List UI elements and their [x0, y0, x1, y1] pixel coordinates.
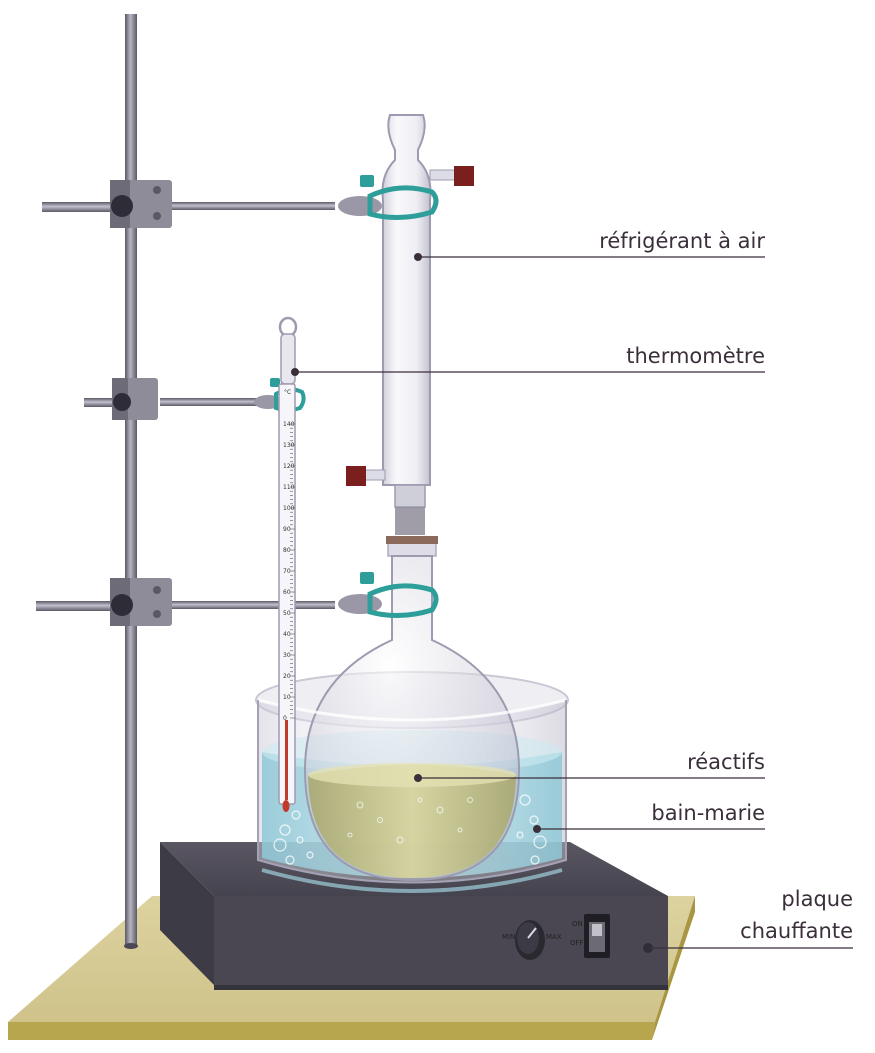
thermometer-tick-label: 20 [283, 673, 291, 680]
boss-clamp-middle [84, 378, 270, 420]
upper-stopper [454, 166, 474, 186]
label-thermometer: thermomètre [291, 344, 765, 376]
thermometer-tick-label: 120 [283, 463, 295, 470]
thermometer-tick-label: 90 [283, 526, 291, 533]
boss-clamp-top [42, 180, 335, 228]
thermometer-unit: °C [284, 389, 291, 396]
lower-stopper [346, 466, 366, 486]
thermometer-tick-label: 100 [283, 505, 295, 512]
thermometer-tick-label: 10 [283, 694, 291, 701]
thermometer-tick-label: 70 [283, 568, 291, 575]
label-water-bath: bain-marie [533, 801, 765, 833]
hotplate-label-line2: chauffante [740, 919, 853, 943]
thermometer-tick-label: 60 [283, 589, 291, 596]
condenser-label: réfrigérant à air [599, 229, 765, 253]
label-hot-plate: plaque chauffante [648, 887, 853, 949]
water-bath-label: bain-marie [651, 801, 765, 825]
thermometer-tick-label: 50 [283, 610, 291, 617]
boss-clamp-bottom [36, 578, 335, 626]
power-switch[interactable]: ON OFF [570, 914, 610, 958]
water-bath-front [257, 698, 567, 893]
flask-clamp [338, 572, 439, 618]
thermometer-tick-label: 0 [283, 715, 287, 722]
label-condenser: réfrigérant à air [414, 229, 765, 261]
thermometer-tick-label: 140 [283, 421, 295, 428]
temperature-knob[interactable]: MIN MAX [502, 920, 562, 960]
thermometer-tick-label: 30 [283, 652, 291, 659]
hotplate-label-line1: plaque [781, 887, 853, 911]
label-reactants: réactifs [414, 750, 765, 782]
thermometer-mercury [285, 720, 288, 800]
switch-off-label: OFF [570, 939, 584, 947]
knob-max-label: MAX [546, 933, 562, 941]
thermometer-tick-label: 110 [283, 484, 295, 491]
switch-on-label: ON [572, 920, 583, 928]
retort-stand-rod [125, 14, 137, 946]
round-bottom-flask [303, 536, 521, 882]
thermometer-tick-label: 80 [283, 547, 291, 554]
flask-bubbles [347, 797, 473, 844]
thermometer-tick-label: 130 [283, 442, 295, 449]
knob-min-label: MIN [502, 933, 515, 941]
condenser-clamp [338, 175, 439, 220]
thermometer-label: thermomètre [626, 344, 765, 368]
bubbles [273, 794, 547, 865]
reactants-liquid [308, 765, 516, 878]
reactants-label: réactifs [687, 750, 765, 774]
air-condenser [346, 114, 474, 535]
thermometer-tick-label: 40 [283, 631, 291, 638]
